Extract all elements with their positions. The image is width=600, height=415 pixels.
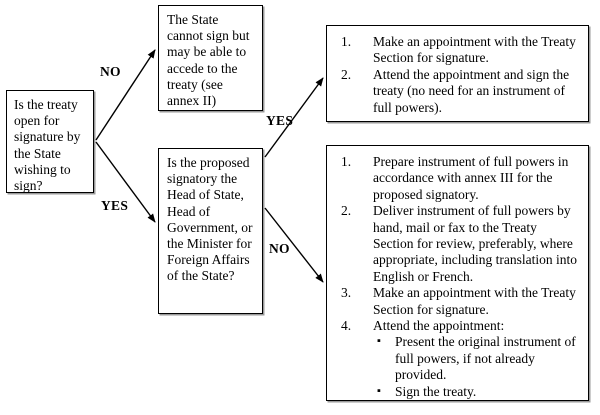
steps-list-fullpowers: 1. Prepare instrument of full powers in … (335, 154, 580, 400)
list-item: ▪ Sign the treaty. (373, 384, 580, 400)
square-bullet-icon: ▪ (377, 384, 381, 397)
step-number: 3. (341, 285, 352, 301)
list-item: 2. Attend the appointment and sign the t… (335, 67, 580, 116)
edge-label-no-right: NO (269, 241, 290, 256)
edge-label-no-top: NO (100, 64, 121, 79)
step-number: 4. (341, 318, 352, 334)
node-steps-with-full-powers: 1. Prepare instrument of full powers in … (326, 145, 589, 401)
substep-text: Present the original instrument of full … (395, 334, 576, 383)
node-state-cannot-sign: The State cannot sign but may be able to… (158, 5, 263, 111)
list-item: 4. Attend the appointment: ▪ Present the… (335, 318, 580, 400)
node-question-treaty-open: Is the treaty open for signature by the … (6, 90, 94, 193)
step-text: Attend the appointment: (373, 318, 505, 334)
steps-list-simple: 1. Make an appointment with the Treaty S… (335, 34, 580, 116)
list-item: ▪ Present the original instrument of ful… (373, 334, 580, 383)
step-text: Attend the appointment and sign the trea… (373, 66, 570, 115)
square-bullet-icon: ▪ (377, 335, 381, 348)
list-item: 2. Deliver instrument of full powers by … (335, 203, 580, 285)
list-item: 1. Make an appointment with the Treaty S… (335, 34, 580, 67)
step-text: Deliver instrument of full powers by han… (373, 203, 577, 284)
step-text: Make an appointment with the Treaty Sect… (373, 34, 576, 66)
node-state-cannot-sign-text: The State cannot sign but may be able to… (167, 12, 250, 109)
step-text: Make an appointment with the Treaty Sect… (373, 285, 576, 317)
substep-text: Sign the treaty. (395, 383, 477, 399)
node-question-proposed-signatory: Is the proposed signatory the Head of St… (158, 148, 263, 314)
node-question-proposed-signatory-text: Is the proposed signatory the Head of St… (167, 155, 253, 284)
step-number: 2. (341, 203, 352, 219)
edge-label-yes-bottom: YES (101, 198, 129, 213)
step-number: 2. (341, 66, 352, 82)
list-item: 1. Prepare instrument of full powers in … (335, 154, 580, 203)
step-text: Prepare instrument of full powers in acc… (373, 154, 569, 202)
edge-label-yes-right: YES (266, 113, 294, 128)
step-number: 1. (341, 34, 352, 49)
list-item: 3. Make an appointment with the Treaty S… (335, 285, 580, 318)
step-number: 1. (341, 154, 352, 169)
substeps-list: ▪ Present the original instrument of ful… (373, 334, 580, 400)
node-question-treaty-open-text: Is the treaty open for signature by the … (14, 97, 81, 194)
node-steps-without-full-powers: 1. Make an appointment with the Treaty S… (326, 25, 589, 122)
